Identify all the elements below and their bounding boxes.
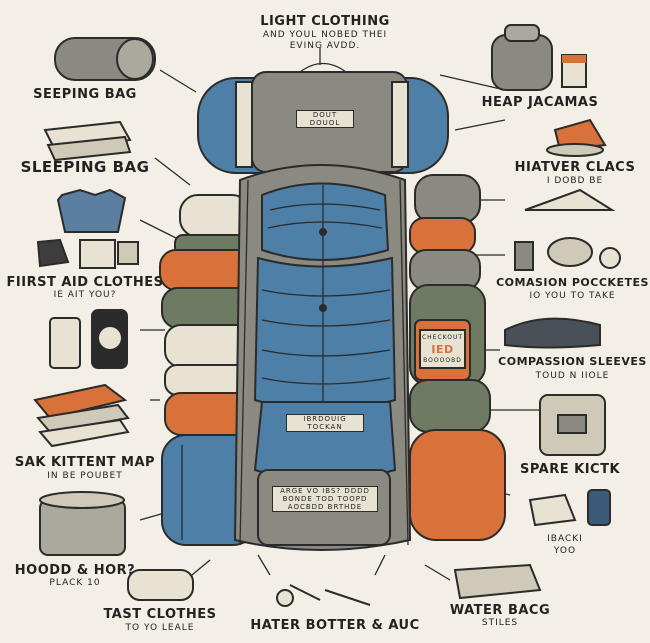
- label-comp-sleeves-sub: TOUD N IIOLE: [535, 371, 610, 381]
- lantern-icon: [528, 489, 611, 527]
- water-bag-icon: [453, 563, 542, 600]
- label-water-bag: WATER BACG: [449, 603, 551, 618]
- pack-tag-bottom: ARGE VO IBS? DDDD BONDE TOD TOOPD AOCBDD…: [272, 486, 378, 512]
- label-hiatver: HIATVER CLACS: [514, 160, 636, 175]
- shirt-icon: [56, 188, 127, 233]
- label-tast-clothes: TAST CLOTHES: [103, 607, 217, 622]
- pocket-tag-line1: CHECKOUT: [421, 334, 464, 341]
- label-comp-pockets-sub: IO YOU TO TAKE: [529, 291, 616, 301]
- folded-clothes-icon: [43, 120, 132, 162]
- case-icon: [539, 394, 606, 456]
- label-heap-jacamas: HEAP JACAMAS: [481, 95, 599, 110]
- label-ibacki-sub: YOO: [553, 546, 577, 556]
- pack-tag-bottom-line1: ARGE VO IBS? DDDD: [280, 487, 370, 495]
- sleeping-bag-icon: [54, 37, 156, 81]
- label-first-aid-sub: IE AIT YOU?: [53, 290, 117, 300]
- label-first-aid: FIIRST AID CLOTHES: [6, 275, 164, 290]
- stove-icon: [514, 237, 621, 271]
- label-light-clothing-sub1: AND YOUL NOBED THEI: [262, 30, 388, 40]
- pack-tag-top: DOUT DOUOL: [296, 110, 354, 128]
- label-sak-kit-sub: IN BE POUBET: [47, 471, 123, 481]
- label-spare-kit: SPARE KICTK: [519, 462, 621, 477]
- pack-tag-middle: IBRDOUIG TOCKAN: [286, 414, 364, 432]
- label-hater-botter: HATER BOTTER & AUC: [250, 618, 420, 633]
- pack-tag-bottom-line3: AOCBDD BRTHDE: [287, 503, 363, 511]
- label-hoodd-sub: PLACK 10: [49, 578, 101, 588]
- day-pack-icon: [491, 24, 587, 91]
- label-sak-kit: SAK KITTENT MAP: [14, 455, 156, 470]
- towel-roll-icon: [127, 569, 194, 601]
- pocket-tag-line2: IED: [431, 343, 454, 356]
- pack-tag-bottom-line2: BONDE TOD TOOPD: [282, 495, 368, 503]
- label-water-bag-sub: STILES: [481, 618, 519, 628]
- label-comp-pockets: COMASION POCCKETES: [496, 276, 649, 289]
- label-light-clothing: LIGHT CLOTHING: [260, 14, 390, 29]
- boots-icon: [36, 238, 139, 269]
- label-seeping-bag: SEEPING BAG: [33, 87, 137, 102]
- right-stack: [409, 174, 506, 541]
- label-tast-clothes-sub: TO YO LEALE: [125, 623, 195, 633]
- left-stack: [159, 194, 258, 546]
- label-light-clothing-sub2: EVING AVDD.: [289, 41, 361, 51]
- pot-icon: [39, 491, 126, 556]
- jacket-stack-icon: [33, 383, 130, 448]
- devices-icon: [49, 309, 128, 369]
- tent-icon: [524, 188, 616, 211]
- label-ibacki: IBACKI: [547, 534, 583, 544]
- label-comp-sleeves: COMPASSION SLEEVES: [498, 355, 647, 368]
- tools-icon: [276, 584, 371, 607]
- label-hiatver-sub: I DOBD BE: [546, 176, 604, 186]
- label-sleeping-bag: SLEEPING BAG: [20, 158, 150, 176]
- shoes-icon: [546, 118, 607, 157]
- label-hoodd: HOODD & HOR?: [14, 563, 136, 578]
- socks-icon: [504, 317, 601, 349]
- pocket-tag-line3: BOOOOBD: [423, 357, 462, 364]
